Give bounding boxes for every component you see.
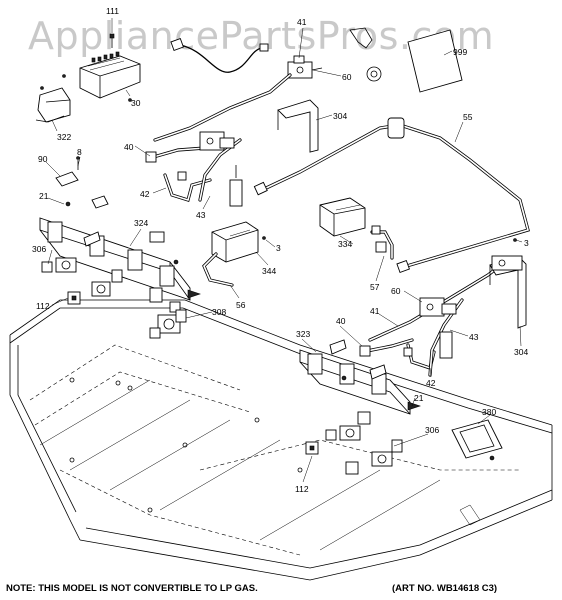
callout-55: 55 bbox=[463, 112, 473, 122]
callout-labels: 111 41 999 60 30 322 304 55 40 90 8 42 2… bbox=[32, 6, 529, 494]
callout-57: 57 bbox=[370, 282, 380, 292]
burner-box-pan bbox=[9, 299, 553, 581]
callout-111: 111 bbox=[106, 6, 119, 16]
callout-43-right: 43 bbox=[469, 332, 479, 342]
callout-334: 334 bbox=[338, 239, 352, 249]
callout-60-top: 60 bbox=[342, 72, 352, 82]
lp-gas-note: NOTE: THIS MODEL IS NOT CONVERTIBLE TO L… bbox=[6, 583, 258, 594]
right-tube-assembly bbox=[359, 255, 527, 377]
callout-90: 90 bbox=[38, 154, 48, 164]
callout-21-right: 21 bbox=[414, 393, 424, 403]
callout-41-right: 41 bbox=[370, 306, 380, 316]
callout-999: 999 bbox=[453, 47, 467, 57]
callout-30: 30 bbox=[131, 98, 141, 108]
leader-lines bbox=[45, 18, 523, 483]
callout-60-right: 60 bbox=[391, 286, 401, 296]
manifold-324 bbox=[39, 217, 201, 313]
gas-tube-55 bbox=[253, 117, 530, 273]
callout-304-top: 304 bbox=[333, 111, 347, 121]
callout-40-left: 40 bbox=[124, 142, 134, 152]
valve-306-left bbox=[41, 257, 123, 297]
top-parts bbox=[35, 27, 463, 209]
callout-112-right: 112 bbox=[295, 484, 309, 494]
callout-344: 344 bbox=[262, 266, 276, 276]
callout-380: 380 bbox=[482, 407, 496, 417]
bracket-304-top bbox=[277, 99, 319, 153]
art-number: (ART NO. WB14618 C3) bbox=[392, 583, 498, 594]
callout-306-left: 306 bbox=[32, 244, 46, 254]
callout-308: 308 bbox=[212, 307, 226, 317]
left-tube-assembly bbox=[145, 73, 292, 207]
manifold-323 bbox=[299, 339, 421, 475]
callout-322: 322 bbox=[57, 132, 71, 142]
callout-323: 323 bbox=[296, 329, 310, 339]
callout-40-right: 40 bbox=[336, 316, 346, 326]
plate-380 bbox=[451, 419, 503, 461]
callout-43-left: 43 bbox=[196, 210, 206, 220]
callout-112-left: 112 bbox=[36, 301, 50, 311]
callout-56: 56 bbox=[236, 300, 246, 310]
callout-21-left: 21 bbox=[39, 191, 49, 201]
center-parts bbox=[202, 197, 517, 287]
callout-304-right: 304 bbox=[514, 347, 528, 357]
callout-306-right: 306 bbox=[425, 425, 439, 435]
callout-3-right: 3 bbox=[524, 238, 529, 248]
callout-42-right: 42 bbox=[426, 378, 436, 388]
valve-308 bbox=[149, 309, 187, 339]
callout-3-center: 3 bbox=[276, 243, 281, 253]
callout-324: 324 bbox=[134, 218, 148, 228]
callout-8: 8 bbox=[77, 147, 82, 157]
callout-42-left: 42 bbox=[140, 189, 150, 199]
callout-41-top: 41 bbox=[297, 17, 307, 27]
